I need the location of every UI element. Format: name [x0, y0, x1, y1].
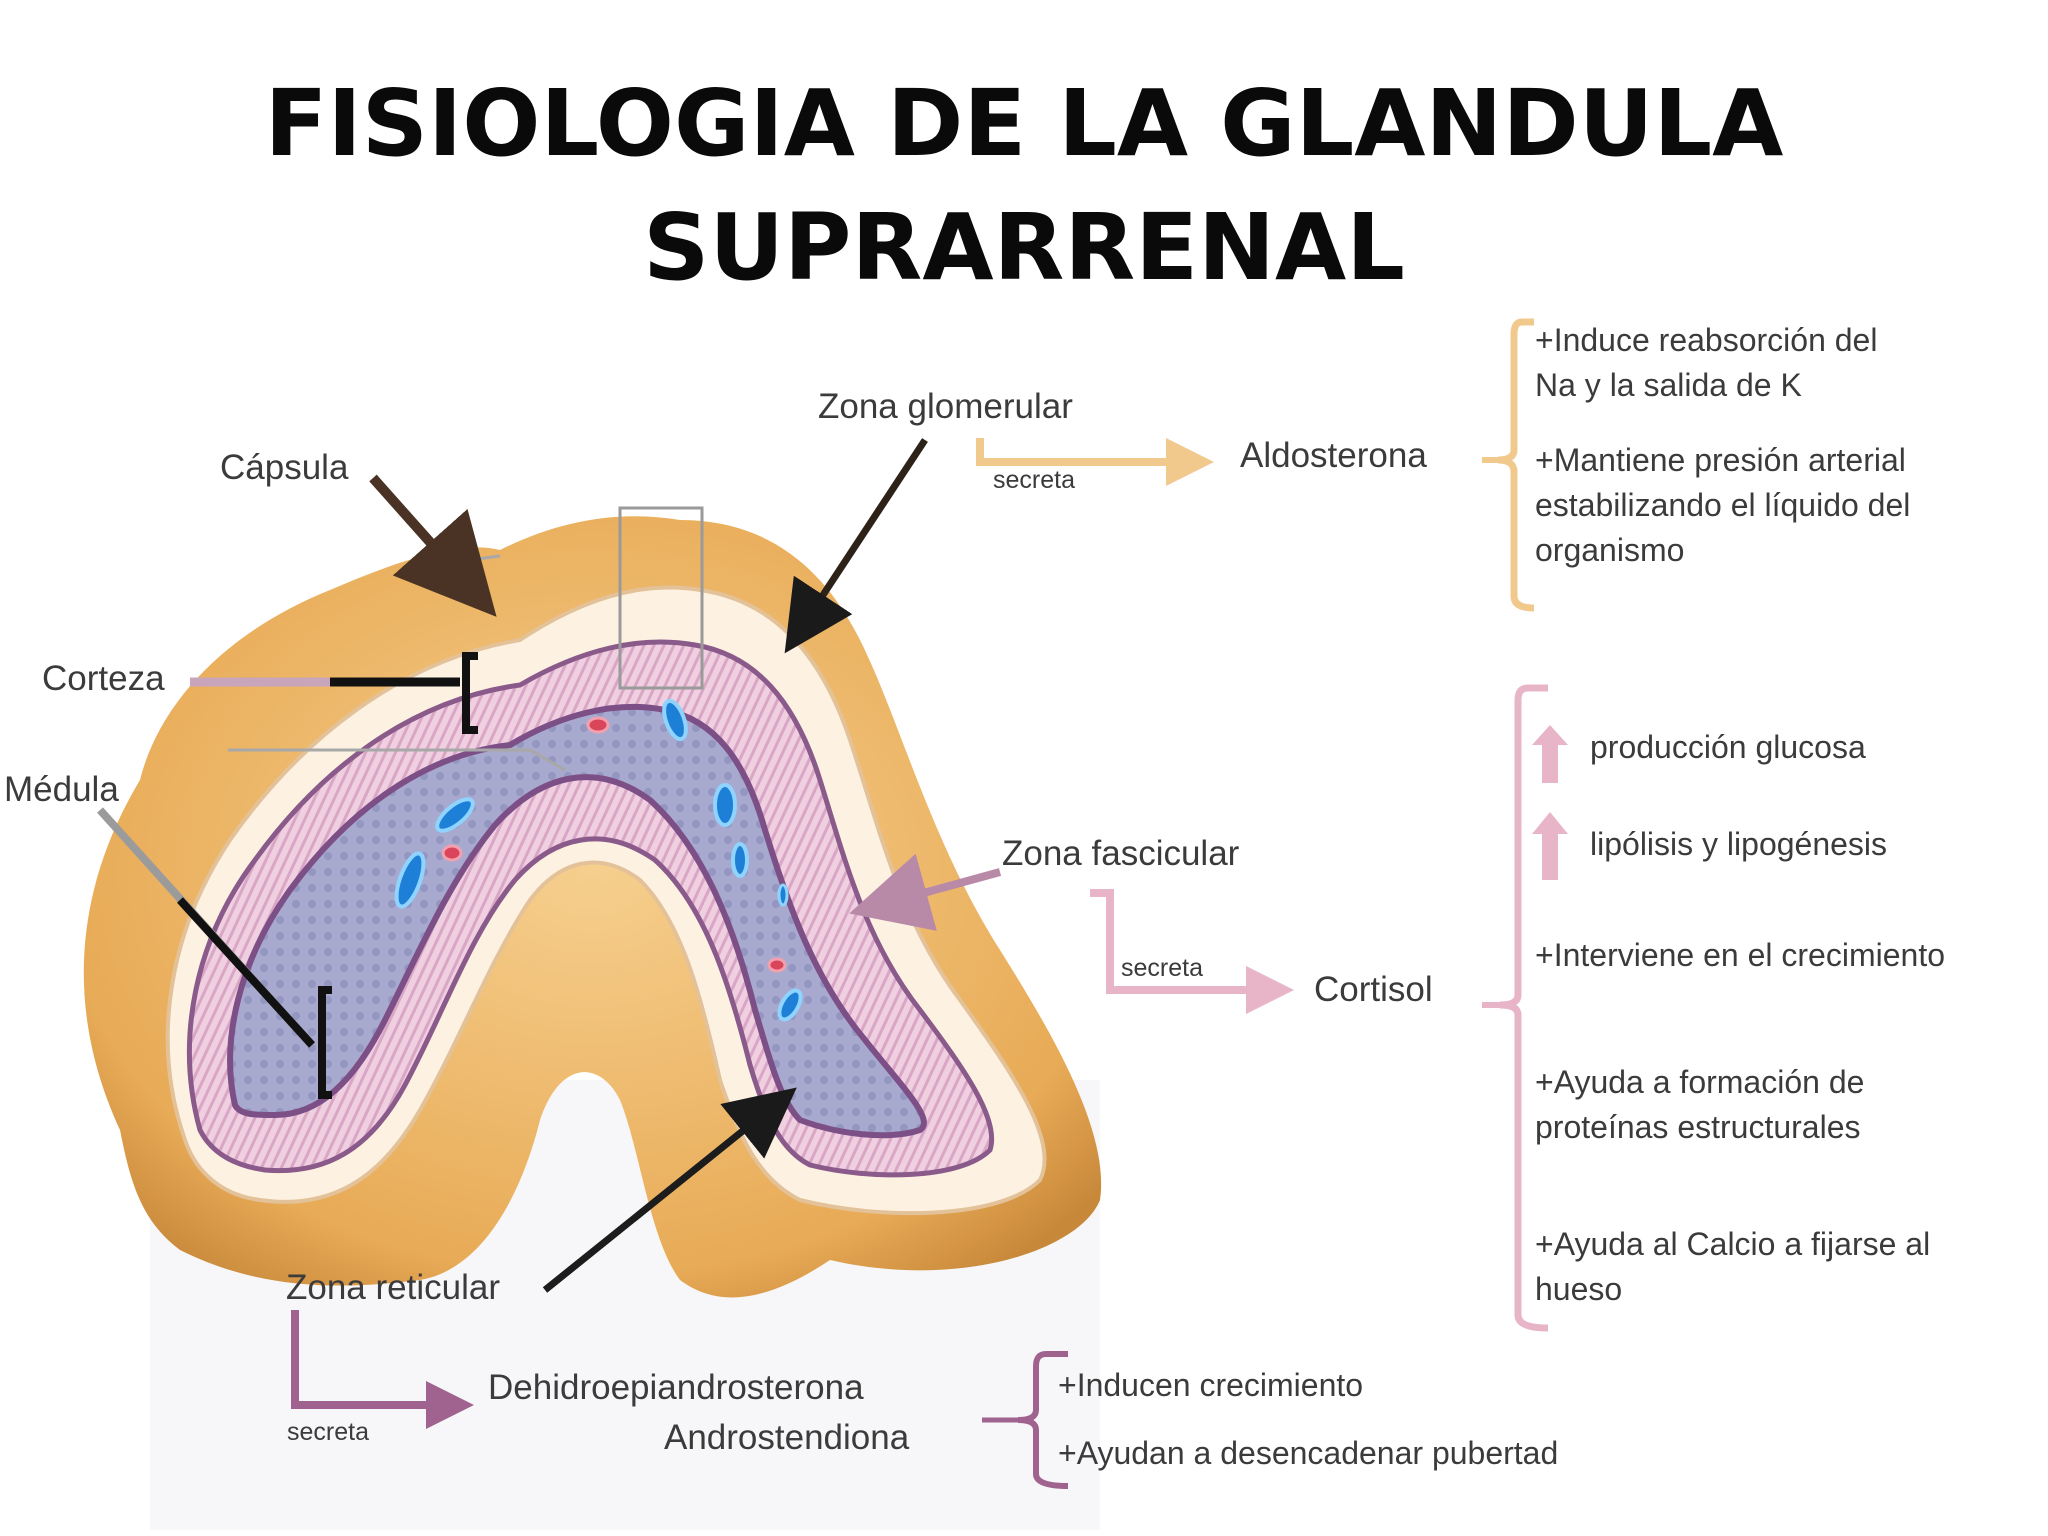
medula-bracket [318, 986, 332, 1099]
cortisol-effect-3: +Interviene en el crecimiento [1535, 937, 1945, 973]
capsula-arrow [369, 474, 497, 617]
label-medula: Médula [4, 770, 119, 809]
secreta-label-androgens: secreta [287, 1418, 369, 1446]
page-title-line2: SUPRARRENAL [643, 194, 1405, 301]
cortisol-effect-1: producción glucosa [1590, 729, 1866, 765]
increase-arrow-icon [1532, 725, 1568, 783]
secreta-label-aldosterona: secreta [993, 466, 1075, 494]
label-zona-reticular: Zona reticular [286, 1268, 500, 1307]
hormone-androstendiona: Androstendiona [664, 1418, 910, 1457]
secreta-label-cortisol: secreta [1121, 954, 1203, 982]
androgen-effect-1: +Inducen crecimiento [1058, 1367, 1364, 1403]
zona-glomerular-arrow [784, 438, 928, 654]
aldosterona-brace [1497, 318, 1535, 612]
blood-vessels [394, 698, 803, 1022]
cortisol-effect-5: +Ayuda al Calcio a fijarse al hueso [1535, 1226, 1931, 1307]
androgen-secreta-arrow [291, 1310, 474, 1429]
hormone-cortisol: Cortisol [1314, 970, 1433, 1009]
page-title-line1: FISIOLOGIA DE LA GLANDULA [264, 70, 1784, 177]
cortisol-effect-4: +Ayuda a formación de proteínas estructu… [1535, 1064, 1865, 1145]
cortisol-secreta-arrow [1090, 889, 1294, 1014]
zona-reticular-arrow [542, 1087, 797, 1293]
aldosterona-secreta-arrow [976, 438, 1214, 486]
label-corteza: Corteza [42, 659, 165, 698]
aldosterona-effect-1: +Induce reabsorción del Na y la salida d… [1535, 322, 1878, 403]
aldosterona-effect-2: +Mantiene presión arterial estabilizando… [1535, 442, 1911, 568]
zona-fascicular-arrow [849, 853, 1002, 931]
label-zona-fascicular: Zona fascicular [1002, 834, 1240, 873]
page-title: FISIOLOGIA DE LA GLANDULA SUPRARRENAL [0, 62, 2048, 310]
increase-arrow-icon [1532, 812, 1568, 880]
cortisol-brace [1499, 684, 1549, 1332]
hormone-aldosterona: Aldosterona [1240, 436, 1427, 475]
androgen-brace [1017, 1351, 1069, 1489]
corteza-bracket [462, 652, 478, 734]
label-capsula: Cápsula [220, 448, 349, 487]
cortisol-effect-2: lipólisis y lipogénesis [1590, 826, 1888, 862]
zoom-frame [618, 506, 704, 690]
hormone-dhea: Dehidroepiandrosterona [488, 1368, 864, 1407]
label-zona-glomerular: Zona glomerular [818, 387, 1073, 426]
androgen-effect-2: +Ayudan a desencadenar pubertad [1058, 1435, 1559, 1471]
medula-line [177, 897, 315, 1048]
